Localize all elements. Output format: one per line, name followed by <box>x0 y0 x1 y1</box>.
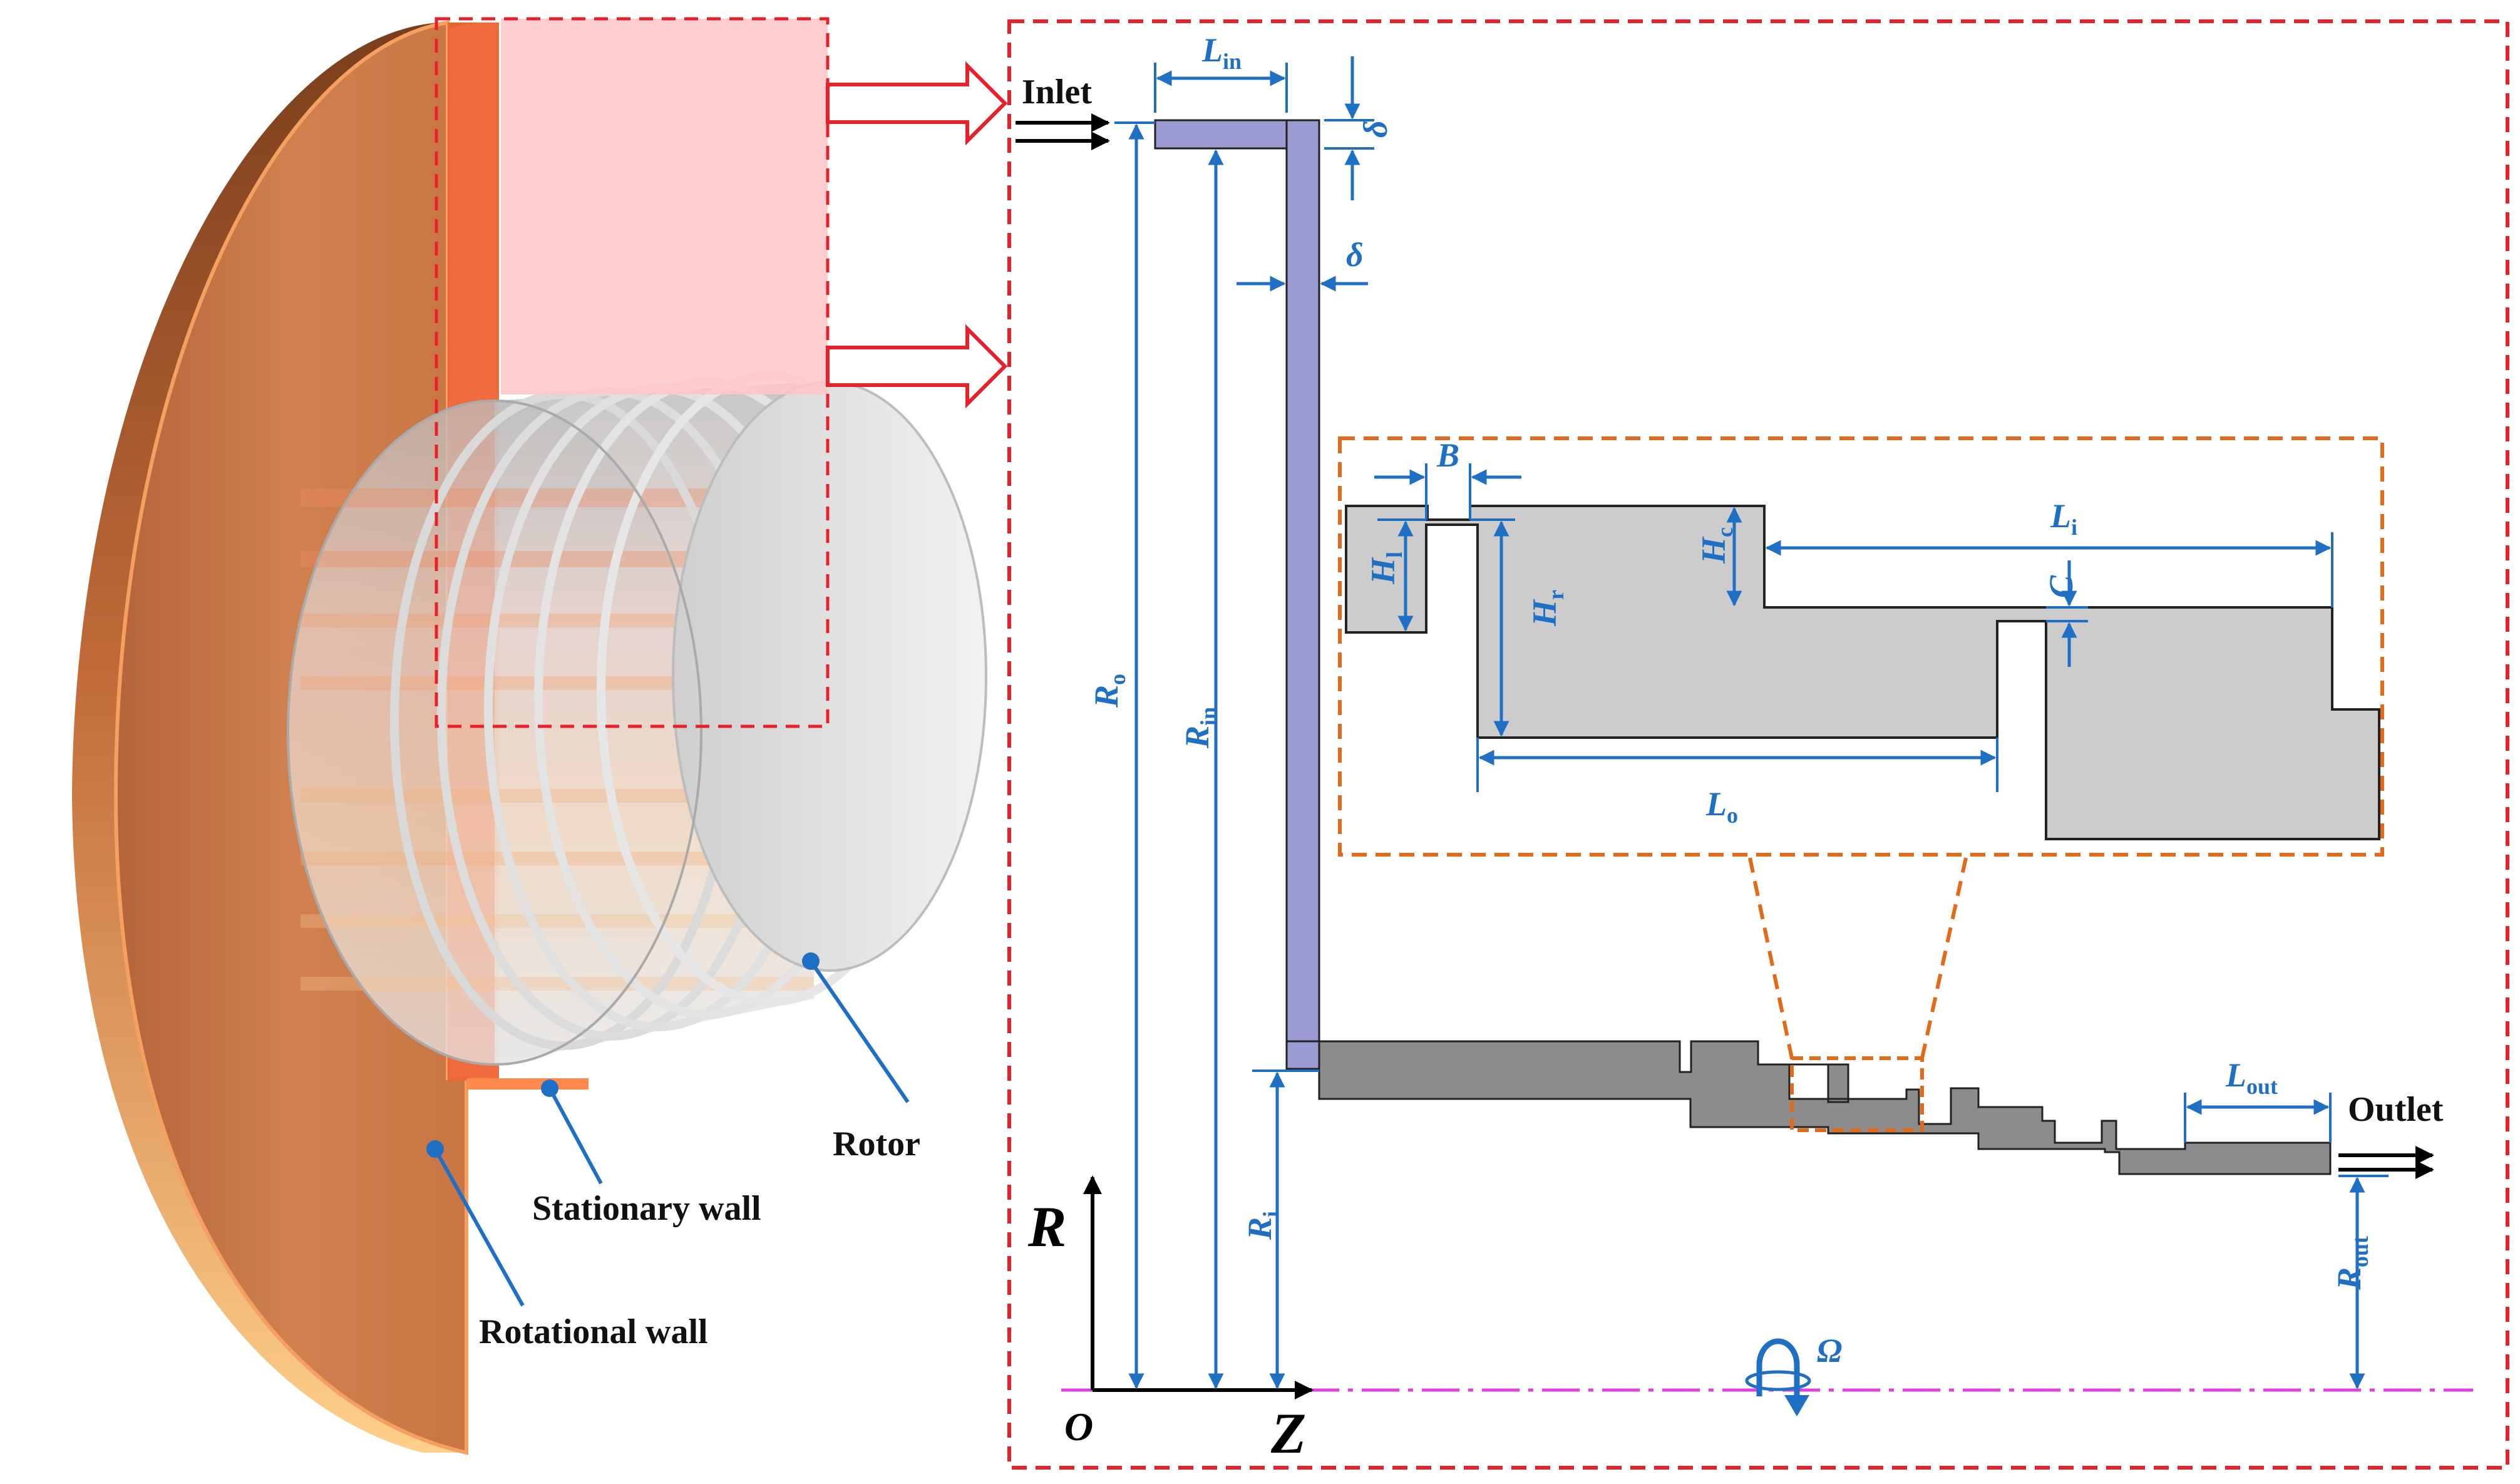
dim-L-o: Lo <box>1705 785 1738 828</box>
stator-plate-vertical <box>1285 119 1320 1070</box>
rotor-cylinder <box>287 371 987 1066</box>
dim-H-c: Hc <box>1695 527 1737 564</box>
section-view: Inlet Outlet Ω R Z O Lin δ δ <box>1007 19 2509 1470</box>
omega-label: Ω <box>1817 1332 1842 1369</box>
dim-H-l: Hl <box>1364 552 1407 585</box>
stationary-wall-base <box>466 1078 589 1090</box>
dim-L-in: Lin <box>1201 31 1242 74</box>
dim-R-o: Ro <box>1088 674 1130 708</box>
detail-frame <box>1338 436 2384 857</box>
dim-H-r: Hr <box>1526 590 1568 627</box>
rotor-section <box>1318 1040 2332 1175</box>
inlet-hollow-arrow-top <box>826 61 1008 146</box>
stationary-wall-leader-dot <box>541 1080 558 1097</box>
z-axis-label: Z <box>1270 1401 1306 1465</box>
stator-plate-base <box>1285 1040 1320 1070</box>
dim-R-out: Rout <box>2330 1236 2373 1291</box>
detail-source-box <box>1790 1056 1924 1132</box>
rotational-wall-leader-dot <box>426 1140 444 1158</box>
dim-B: B <box>1436 436 1459 474</box>
dim-L-out: Lout <box>2225 1056 2278 1099</box>
stationary-wall-label: Stationary wall <box>532 1189 761 1228</box>
rotational-wall-label: Rotational wall <box>479 1312 708 1351</box>
section-frame <box>1007 19 2509 1470</box>
3d-model: Rotor Stationary wall Rotational wall <box>72 17 1008 1455</box>
r-axis-label: R <box>1027 1195 1066 1259</box>
rotation-arrow-icon <box>1745 1338 1811 1416</box>
dim-delta-top: δ <box>1357 120 1394 138</box>
dim-C: C <box>2042 575 2080 598</box>
dim-L-i: Li <box>2050 497 2077 540</box>
rotor-leader-dot <box>802 952 820 970</box>
outlet-label: Outlet <box>2348 1090 2444 1129</box>
dim-delta-mid: δ <box>1346 236 1364 274</box>
rotor-label: Rotor <box>833 1125 920 1163</box>
dim-R-in: Rin <box>1178 707 1221 749</box>
dim-R-i: Ri <box>1241 1211 1283 1240</box>
inlet-region-overlay <box>501 19 828 394</box>
inlet-hollow-arrow-bottom <box>826 324 1008 409</box>
origin-label: O <box>1064 1404 1093 1449</box>
inlet-label: Inlet <box>1022 73 1092 111</box>
